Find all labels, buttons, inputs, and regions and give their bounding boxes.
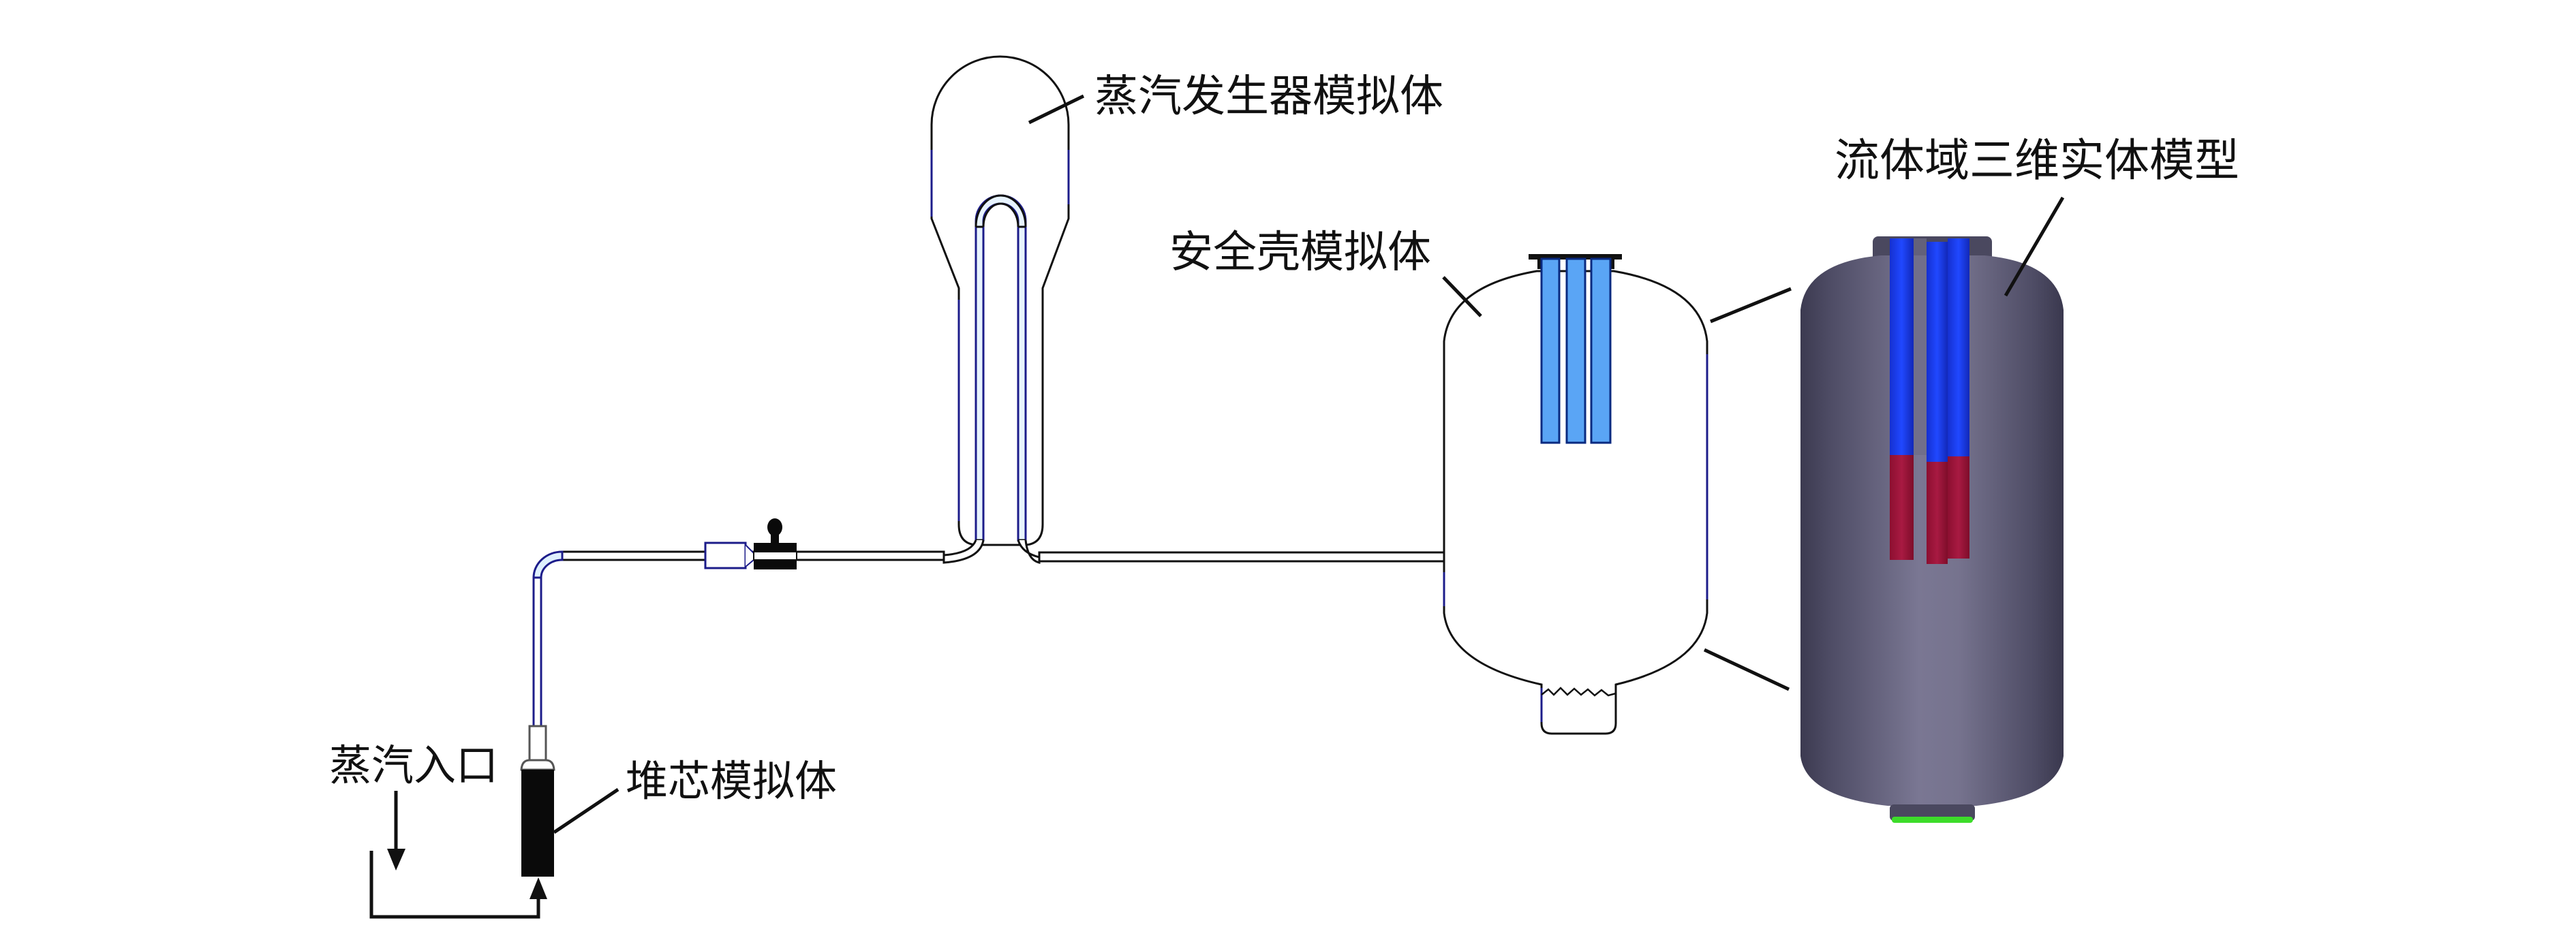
u-tube-bend	[975, 194, 1027, 228]
vessel-outlet-surface	[1892, 817, 1973, 823]
heat-exchanger-rod	[1565, 257, 1586, 444]
steam-inlet	[369, 791, 547, 919]
model-rod-cold-section	[1890, 238, 1914, 455]
steam-generator-leader	[1028, 94, 1085, 125]
label-containment: 安全壳模拟体	[1169, 228, 1431, 278]
steam-generator-shell	[930, 55, 1070, 546]
core-body	[521, 770, 554, 877]
sg-inlet-bend	[942, 539, 985, 564]
core-shoulder	[520, 759, 555, 771]
u-tube-inner-bend	[982, 202, 1019, 228]
valve-bore	[753, 551, 797, 561]
steam-generator-leader-line	[1028, 94, 1085, 125]
flange-collar-left	[1537, 258, 1542, 269]
valve-cone	[745, 544, 754, 567]
model-rod-cold-section	[1927, 242, 1948, 462]
inlet-arrow-down-icon	[387, 849, 405, 871]
model-rod-hot-section	[1948, 456, 1969, 559]
model-rod-hot-section	[1890, 455, 1914, 560]
heat-exchanger-rod	[1590, 257, 1612, 444]
flange-collar-right	[1610, 258, 1614, 269]
fluid-domain-3d-model	[1800, 196, 2065, 823]
heat-exchanger-rod	[1540, 257, 1561, 444]
core-neck	[528, 725, 547, 762]
callout-line-top	[1710, 287, 1792, 324]
core-leader-line	[553, 787, 619, 834]
valve	[704, 518, 797, 569]
containment-leader-line	[1442, 276, 1482, 317]
inlet-connector-line	[369, 851, 540, 919]
label-steam-generator: 蒸汽发生器模拟体	[1094, 72, 1443, 122]
model-rod-gap	[1914, 238, 1927, 455]
model-rod-hot-section	[1927, 462, 1948, 564]
fluid-model-leader-line	[2004, 196, 2065, 297]
valve-coupling	[704, 542, 747, 569]
containment-top-flange	[1529, 254, 1622, 260]
containment-blue-edge	[1443, 354, 1708, 722]
containment-water-surface	[1541, 687, 1616, 697]
label-fluid-domain-model: 流体域三维实体模型	[1835, 134, 2239, 187]
pipe-elbow	[532, 550, 564, 579]
containment-simulator	[1442, 254, 1708, 735]
containment-shell	[1443, 270, 1708, 735]
callout-line-bottom	[1703, 648, 1790, 691]
model-rod-cold-section	[1948, 238, 1969, 456]
inlet-arrow-up-icon	[530, 877, 547, 899]
steam-generator-shell-blue-edge	[930, 150, 1070, 521]
label-steam-inlet: 蒸汽入口	[329, 740, 498, 790]
valve-handle-knob	[767, 518, 782, 536]
core-simulator	[520, 725, 619, 877]
label-core: 堆芯模拟体	[626, 756, 837, 806]
hot-leg-pipe	[532, 550, 945, 727]
steam-generator-simulator	[930, 55, 1070, 564]
pipe-vertical	[532, 576, 542, 727]
